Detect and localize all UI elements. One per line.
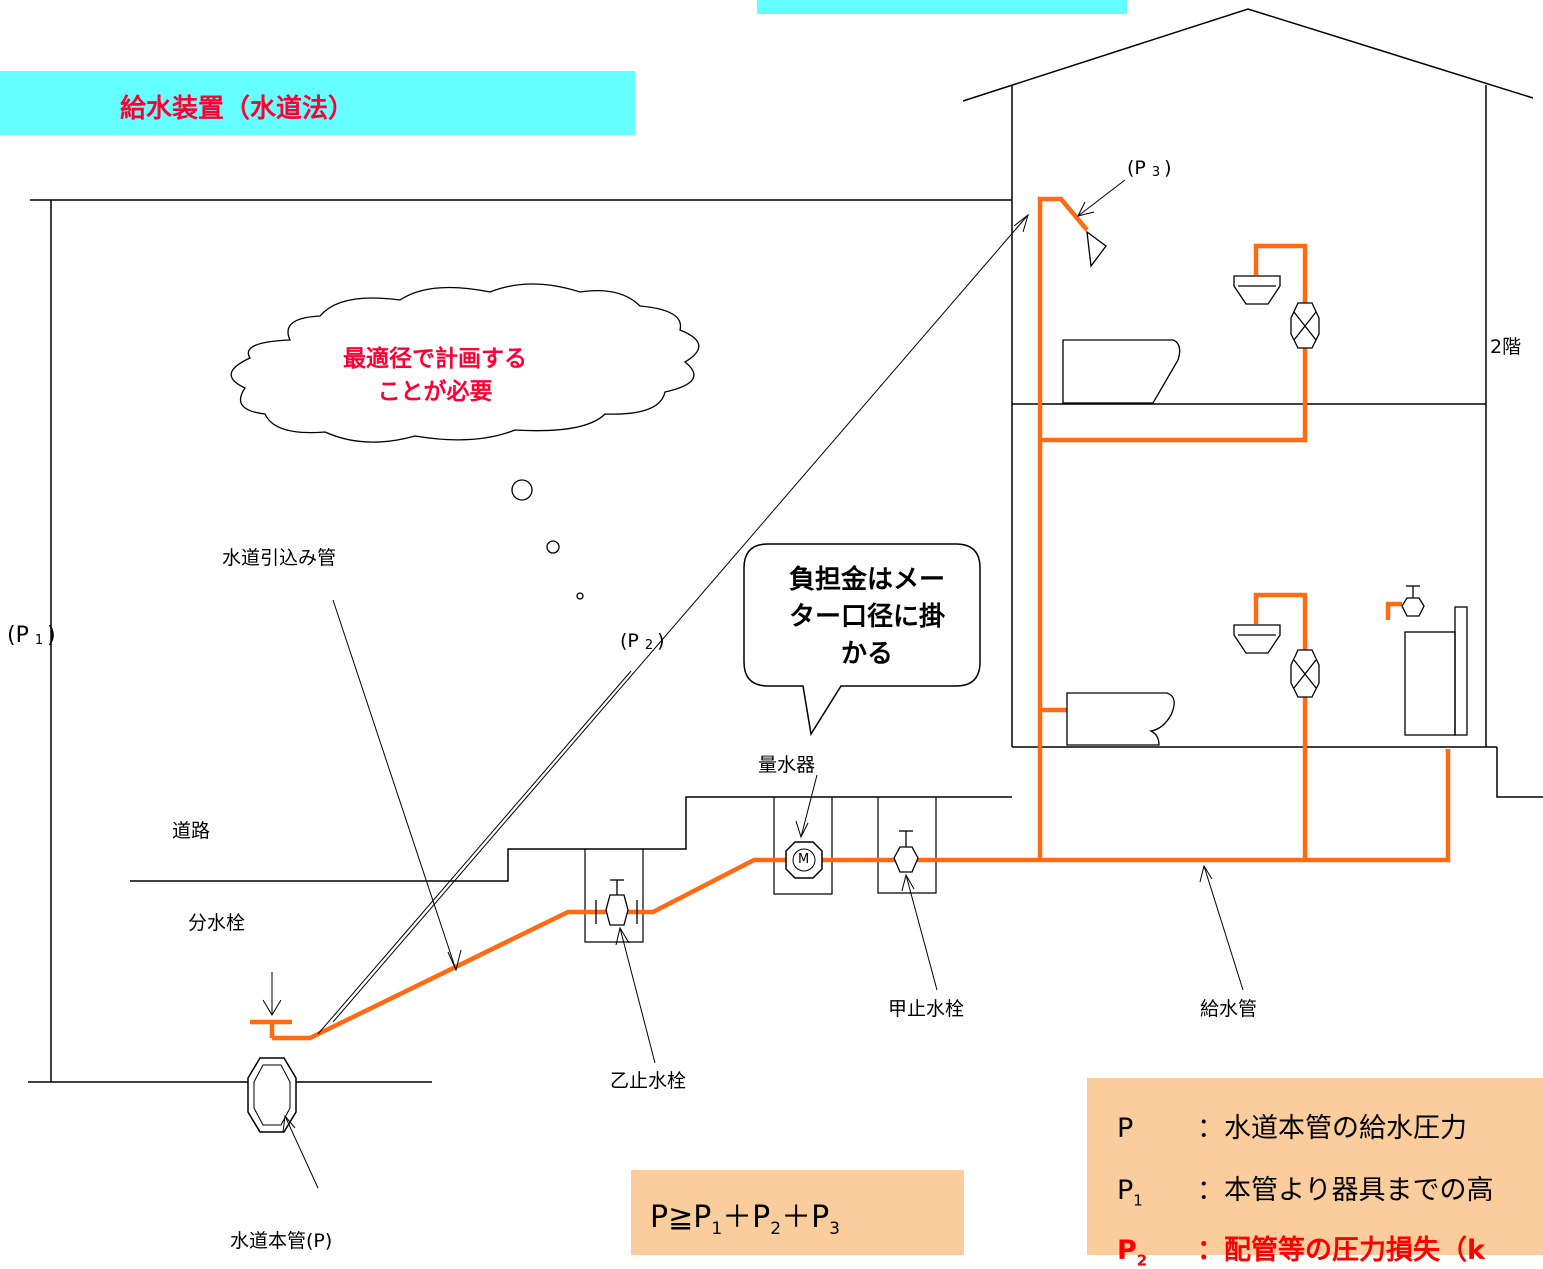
legend-box: P：水道本管の給水圧力 P1：本管より器具までの高 P2：配管等の圧力損失（k bbox=[1087, 1078, 1543, 1269]
p3-close: ) bbox=[1164, 157, 1172, 179]
legend-0-text: ：水道本管の給水圧力 bbox=[1197, 1113, 1467, 1144]
p1-close: ) bbox=[47, 623, 56, 648]
thought-bubble-3 bbox=[576, 592, 584, 600]
water-meter-symbol bbox=[785, 841, 823, 879]
title-banner bbox=[0, 71, 635, 135]
speech-callout bbox=[743, 543, 981, 737]
legend-2-symbol: P bbox=[1117, 1235, 1137, 1266]
legend-row-p: P ：水道本管の給水圧力 bbox=[1117, 1106, 1467, 1147]
a-stop-valve-label: 甲止水栓 bbox=[888, 998, 965, 1020]
top-banner bbox=[757, 0, 1127, 14]
meter-label: 量水器 bbox=[758, 754, 816, 776]
formula-sub-1: 1 bbox=[711, 1219, 723, 1239]
p3-sub: 3 bbox=[1151, 165, 1161, 180]
legend-2-sub: 2 bbox=[1136, 1251, 1148, 1269]
formula-sub-3: 3 bbox=[829, 1219, 840, 1239]
formula-box: P≧P1＋P2＋P3 bbox=[632, 1170, 964, 1255]
meter-symbol-text: M bbox=[798, 852, 810, 867]
legend-1-symbol: P bbox=[1117, 1175, 1134, 1206]
formula-plus-1: ＋P bbox=[722, 1200, 771, 1235]
formula-p: P≧P bbox=[650, 1200, 712, 1235]
supply-piping bbox=[250, 196, 1451, 1041]
p2-label: (P 2) bbox=[620, 630, 665, 653]
thought-cloud bbox=[230, 283, 700, 443]
valve-pits bbox=[584, 797, 937, 943]
main-pipe-label: 水道本管(P) bbox=[230, 1230, 333, 1252]
formula-text: P≧P1＋P2＋P3 bbox=[650, 1192, 840, 1239]
thought-cloud-text: 最適径で計画する ことが必要 bbox=[300, 343, 570, 409]
speech-callout-text: 負担金はメー ター口径に掛 かる bbox=[752, 562, 982, 673]
p2-close: ) bbox=[657, 630, 665, 652]
fixtures-1f bbox=[1066, 585, 1468, 746]
p3-label: (P 3) bbox=[1127, 157, 1172, 180]
legend-1-text: ：本管より器具までの高 bbox=[1197, 1175, 1494, 1206]
height-marker bbox=[28, 199, 1012, 1083]
thought-bubble-2 bbox=[546, 540, 560, 554]
legend-1-sub: 1 bbox=[1133, 1191, 1143, 1210]
legend-0-symbol: P bbox=[1117, 1113, 1134, 1144]
house-outline bbox=[962, 8, 1543, 798]
legend-symbol-p1: P1 bbox=[1117, 1175, 1197, 1209]
water-main-fitting bbox=[247, 1057, 297, 1133]
legend-symbol-p: P bbox=[1117, 1113, 1197, 1147]
thought-cloud-line-2: ことが必要 bbox=[377, 379, 493, 405]
p2-sub: 2 bbox=[644, 638, 654, 653]
callout-line-2: ター口径に掛 bbox=[788, 602, 945, 632]
road-label: 道路 bbox=[172, 820, 211, 842]
p1-sub: 1 bbox=[34, 633, 44, 648]
water-main-inner bbox=[253, 1064, 291, 1126]
floor-2-label: 2階 bbox=[1490, 336, 1522, 358]
branch-cock-label: 分水栓 bbox=[188, 912, 246, 934]
p2-base: (P bbox=[620, 630, 639, 652]
a-stop-valve-symbol bbox=[893, 830, 919, 873]
ground-line bbox=[130, 796, 1012, 882]
leader-lines bbox=[262, 179, 1244, 1189]
thought-bubble-1 bbox=[511, 479, 533, 501]
thought-cloud-line-1: 最適径で計画する bbox=[343, 346, 527, 372]
b-stop-valve-symbol bbox=[595, 879, 638, 926]
legend-2-text: ：配管等の圧力損失（k bbox=[1197, 1235, 1485, 1266]
intake-pipe-label: 水道引込み管 bbox=[222, 547, 337, 569]
p1-base: (P bbox=[7, 623, 29, 648]
callout-line-1: 負担金はメー bbox=[788, 565, 945, 595]
legend-symbol-p2: P2 bbox=[1117, 1235, 1197, 1269]
callout-line-3: かる bbox=[840, 639, 893, 669]
legend-row-p1: P1：本管より器具までの高 bbox=[1117, 1168, 1493, 1209]
p1-label: (P 1) bbox=[7, 623, 56, 648]
legend-row-p2: P2：配管等の圧力損失（k bbox=[1117, 1228, 1485, 1269]
fixtures-2f bbox=[1062, 230, 1320, 404]
page-title: 給水装置（水道法） bbox=[120, 94, 355, 124]
b-stop-valve-label: 乙止水栓 bbox=[610, 1070, 687, 1092]
supply-pipe-label: 給水管 bbox=[1200, 998, 1258, 1020]
formula-plus-2: ＋P bbox=[781, 1200, 830, 1235]
formula-sub-2: 2 bbox=[770, 1219, 782, 1239]
p3-base: (P bbox=[1127, 157, 1146, 179]
